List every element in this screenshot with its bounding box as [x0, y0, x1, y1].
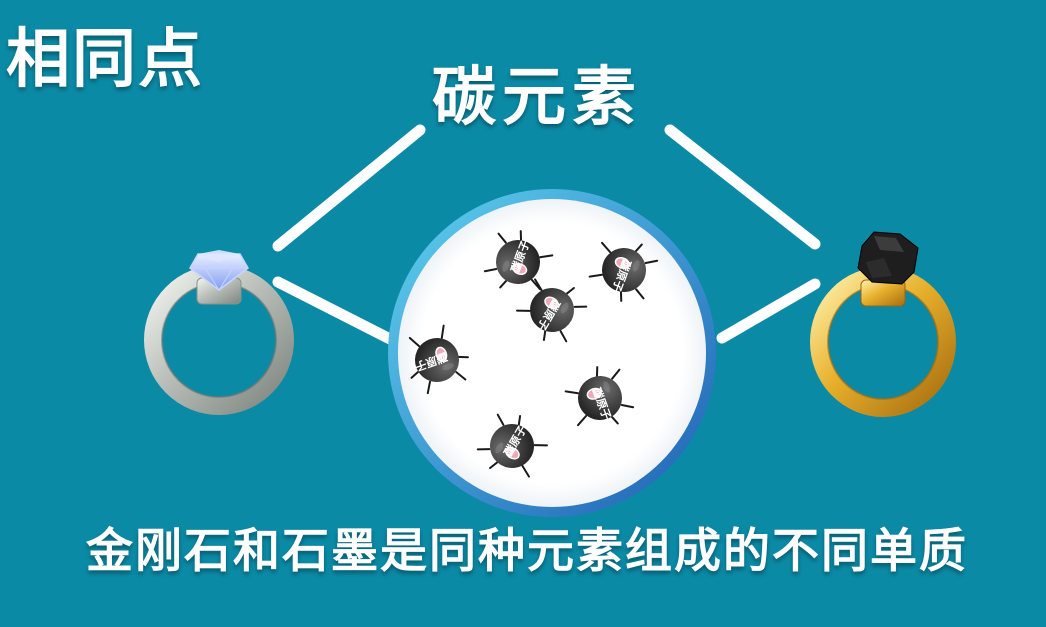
carbon-atom-icon: 碳原子	[471, 405, 554, 488]
conclusion-caption: 金刚石和石墨是同种元素组成的不同单质	[86, 524, 968, 579]
carbon-atom-icon: 碳原子	[510, 268, 593, 351]
carbon-atom-icon: 碳原子	[397, 320, 476, 398]
diamond-ring-icon	[144, 250, 294, 415]
graphite-ring-icon	[810, 231, 956, 417]
carbon-atoms: 碳原子 碳原子 碳原子 碳原子 碳原子 碳原子	[397, 223, 662, 488]
carbon-element-label: 碳元素	[432, 61, 642, 135]
carbon-atom-icon: 碳原子	[480, 223, 558, 302]
connector-lines	[272, 124, 821, 346]
carbon-atom-icon: 碳原子	[560, 359, 638, 438]
carbon-atom-icon: 碳原子	[584, 230, 662, 309]
page-heading: 相同点	[6, 23, 204, 97]
